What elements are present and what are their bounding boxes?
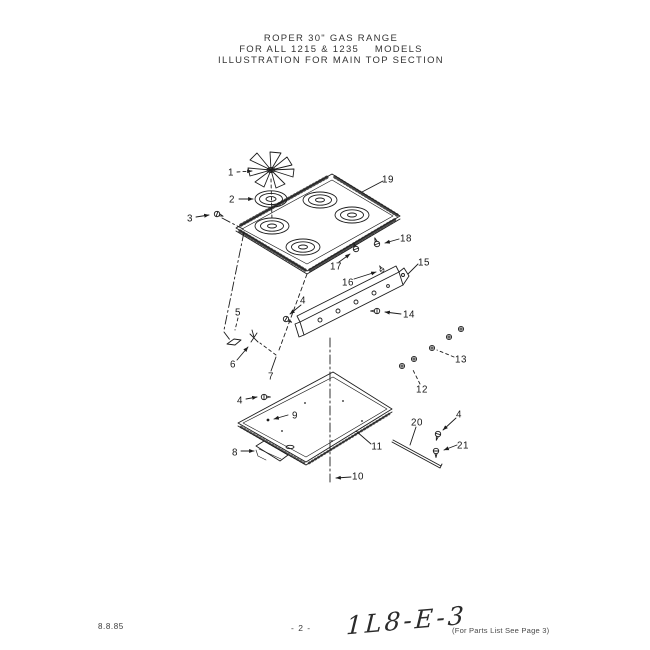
drip-pan-part: [237, 371, 393, 466]
title-block: ROPER 30" GAS RANGE FOR ALL 1215 & 1235 …: [6, 33, 650, 66]
nut-icon: [428, 344, 436, 352]
callout-4c: 4: [456, 410, 462, 421]
leader-lines: [195, 169, 458, 480]
callout-14: 14: [403, 310, 415, 321]
cooktop-part: [235, 173, 401, 275]
burner-opening: [334, 206, 370, 224]
screw-icon: [433, 430, 442, 442]
callout-21: 21: [457, 441, 469, 452]
callout-10: 10: [352, 472, 364, 483]
rod-part: [391, 439, 443, 469]
mounting-bracket-part: [255, 440, 289, 462]
manifold-rail-part: [294, 265, 410, 338]
callout-12: 12: [416, 385, 428, 396]
nut-icon: [398, 362, 406, 370]
burner-opening: [302, 191, 338, 209]
nut-icon: [445, 333, 453, 341]
nut-icon: [457, 325, 465, 333]
callout-labels: 1 2 3 19 18 17 16 15 4 14 5 6 7 4 9 8 11…: [187, 168, 469, 483]
centerlines: [221, 217, 331, 483]
fastener-icons: [213, 210, 465, 458]
screw-icon: [370, 307, 381, 315]
clip-parts: [226, 329, 259, 346]
footer-date: 8.8.85: [98, 622, 124, 631]
callout-3: 3: [187, 214, 193, 225]
title-line-2: FOR ALL 1215 & 1235 MODELS: [239, 44, 423, 55]
callout-11: 11: [371, 442, 382, 453]
title-line-1: ROPER 30" GAS RANGE: [263, 33, 399, 44]
footer-page-number: - 2 -: [291, 623, 312, 633]
burner-opening: [254, 217, 290, 235]
screw-icon: [371, 236, 381, 248]
title-line-3: ILLUSTRATION FOR MAIN TOP SECTION: [218, 55, 444, 66]
screw-icon: [377, 264, 386, 274]
callout-9: 9: [292, 411, 298, 422]
callout-17: 17: [330, 262, 342, 273]
callout-18: 18: [400, 234, 412, 245]
screw-icon: [260, 393, 271, 401]
callout-16: 16: [342, 278, 354, 289]
callout-13: 13: [455, 355, 467, 366]
screw-icon: [213, 210, 225, 220]
callout-1: 1: [228, 168, 234, 179]
footer-parts-note: (For Parts List See Page 3): [452, 626, 550, 635]
callout-4b: 4: [237, 396, 243, 407]
callout-2: 2: [229, 195, 235, 206]
callout-5: 5: [235, 308, 241, 319]
callout-15: 15: [418, 258, 430, 269]
callout-7: 7: [268, 372, 274, 383]
callout-8: 8: [232, 448, 238, 459]
drop-centerline: [270, 178, 273, 222]
screw-icon: [432, 447, 440, 458]
callout-19: 19: [382, 175, 394, 186]
flame-spreader-part: [247, 151, 295, 189]
callout-6: 6: [230, 360, 236, 371]
callout-20: 20: [411, 418, 423, 429]
callout-4a: 4: [300, 296, 306, 307]
burner-opening: [285, 238, 321, 256]
nut-icon: [410, 355, 418, 363]
